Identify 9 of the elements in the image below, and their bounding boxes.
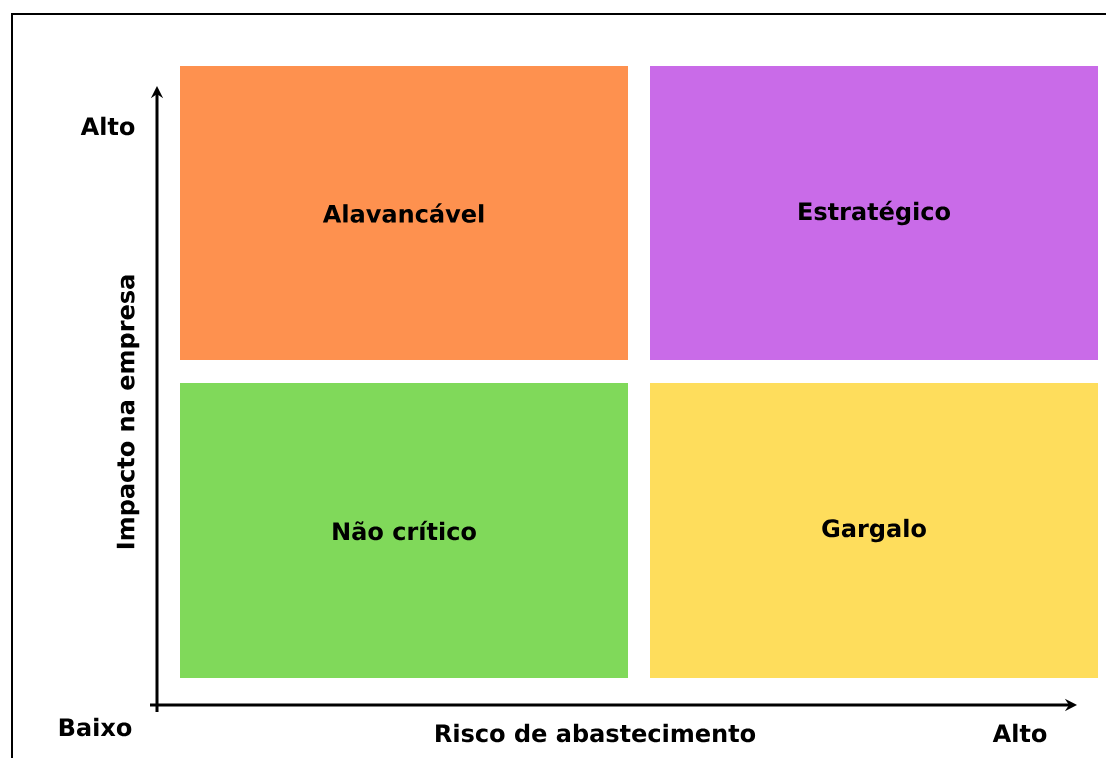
quadrant-box: Estratégico [650,66,1098,360]
axis-title: Risco de abastecimento [436,723,756,743]
axis-label: Alto [80,116,135,136]
quadrant-box: Não crítico [180,383,628,678]
quadrant-box: Alavancável [180,66,628,360]
axis-label: Baixo [59,717,132,737]
axis-label: Alto [992,723,1047,743]
axis-title: Impacto na empresa [116,275,140,549]
quadrant-box: Gargalo [650,383,1098,678]
